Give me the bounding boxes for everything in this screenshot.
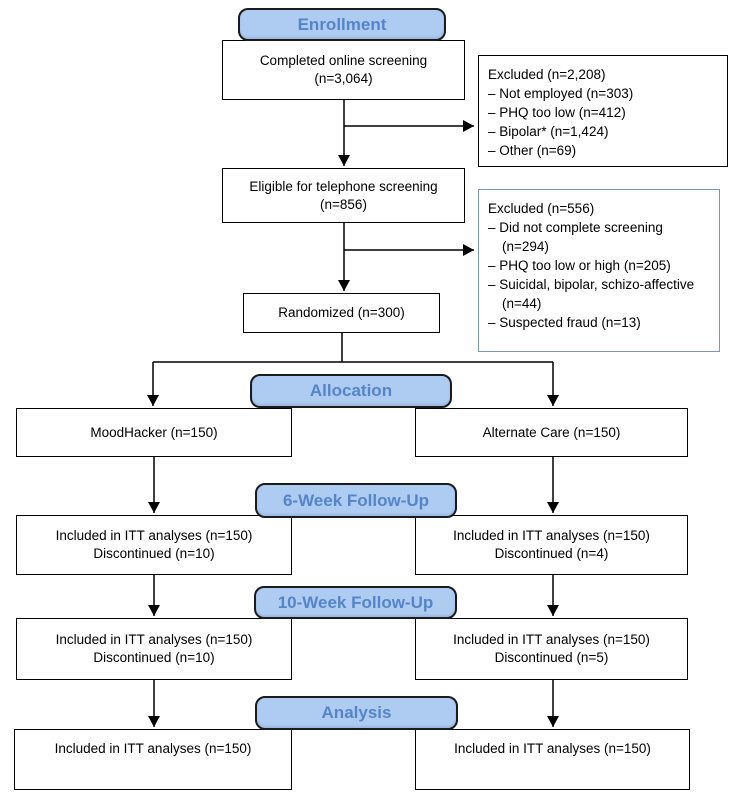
- analysis-right-line1: Included in ITT analyses (n=150): [454, 741, 651, 756]
- week6-left-line2: Discontinued (n=10): [93, 546, 215, 561]
- excluded-item: – Not employed (n=303): [488, 86, 634, 101]
- eligible-telephone-box: Eligible for telephone screening (n=856): [222, 168, 465, 223]
- enrollment-header: Enrollment: [238, 8, 446, 41]
- excluded-screening-title: Excluded (n=2,208): [488, 67, 606, 82]
- week10-left-line2: Discontinued (n=10): [93, 650, 215, 665]
- analysis-right-box: Included in ITT analyses (n=150): [415, 729, 690, 790]
- week6-right-line2: Discontinued (n=4): [494, 546, 609, 561]
- week6-left-box: Included in ITT analyses (n=150) Discont…: [16, 515, 292, 575]
- week6-right-box: Included in ITT analyses (n=150) Discont…: [415, 515, 688, 575]
- analysis-left-line1: Included in ITT analyses (n=150): [54, 741, 252, 756]
- excluded-item: – PHQ too low (n=412): [488, 105, 626, 120]
- eligible-telephone-line1: Eligible for telephone screening: [249, 178, 438, 194]
- alternate-care-line1: Alternate Care (n=150): [482, 424, 621, 440]
- week10-right-line2: Discontinued (n=5): [494, 650, 609, 665]
- week6-followup-header: 6-Week Follow-Up: [255, 483, 457, 518]
- excluded-item: – Suspected fraud (n=13): [488, 315, 641, 330]
- randomized-box: Randomized (n=300): [243, 293, 440, 333]
- excluded-item: – Suicidal, bipolar, schizo-affective (n…: [488, 277, 695, 311]
- moodhacker-line1: MoodHacker (n=150): [90, 424, 218, 440]
- excluded-telephone-title: Excluded (n=556): [488, 201, 595, 216]
- analysis-header: Analysis: [255, 696, 458, 730]
- analysis-left-box: Included in ITT analyses (n=150): [14, 729, 292, 790]
- completed-screening-line2: (n=3,064): [314, 71, 373, 86]
- completed-screening-box: Completed online screening (n=3,064): [222, 40, 465, 100]
- week6-left-line1: Included in ITT analyses (n=150): [55, 528, 253, 543]
- randomized-line1: Randomized (n=300): [278, 305, 405, 320]
- week10-followup-header: 10-Week Follow-Up: [254, 586, 457, 619]
- excluded-item: – Other (n=69): [488, 143, 577, 158]
- excluded-item: – Bipolar* (n=1,424): [488, 124, 609, 139]
- moodhacker-box: MoodHacker (n=150): [16, 408, 292, 457]
- week10-right-box: Included in ITT analyses (n=150) Discont…: [415, 618, 688, 680]
- excluded-telephone-box: Excluded (n=556) – Did not complete scre…: [478, 189, 720, 352]
- excluded-screening-box: Excluded (n=2,208) – Not employed (n=303…: [478, 55, 728, 167]
- excluded-item: – Did not complete screening (n=294): [488, 220, 663, 254]
- week6-right-line1: Included in ITT analyses (n=150): [453, 528, 650, 543]
- excluded-item: – PHQ too low or high (n=205): [488, 258, 671, 273]
- eligible-telephone-line2: (n=856): [320, 196, 367, 212]
- completed-screening-line1: Completed online screening: [259, 53, 428, 68]
- alternate-care-box: Alternate Care (n=150): [415, 408, 688, 457]
- allocation-header: Allocation: [250, 374, 452, 408]
- week10-left-box: Included in ITT analyses (n=150) Discont…: [16, 618, 292, 680]
- week10-right-line1: Included in ITT analyses (n=150): [453, 632, 650, 647]
- week10-left-line1: Included in ITT analyses (n=150): [55, 632, 253, 647]
